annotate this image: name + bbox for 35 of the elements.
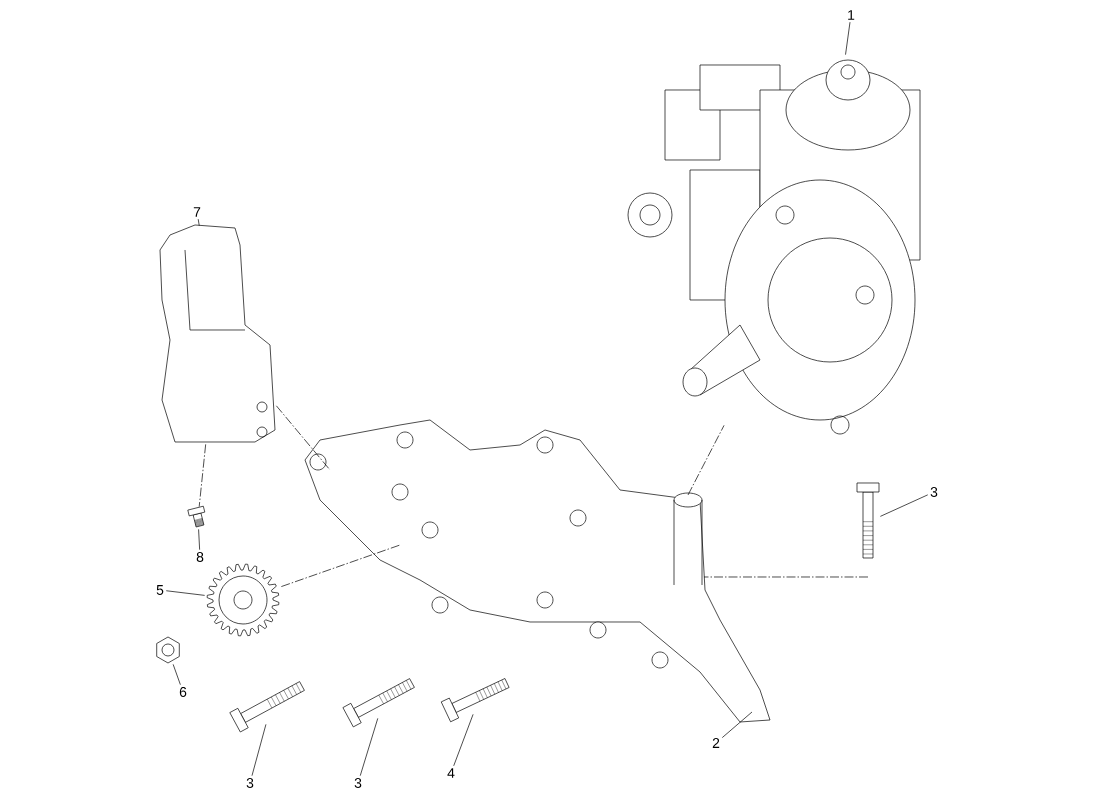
callout-number: 3 <box>354 778 362 788</box>
bolt-drawing <box>187 505 206 528</box>
callout-number: 6 <box>179 687 187 697</box>
callout-number: 1 <box>848 10 855 20</box>
leader-line <box>172 664 181 686</box>
bolt-drawing <box>440 678 510 723</box>
assembly-line <box>687 425 725 496</box>
leader-line <box>197 218 200 226</box>
assembly-line <box>198 444 207 507</box>
leader-line <box>721 711 753 738</box>
leader-line <box>845 21 851 55</box>
assembly-line <box>281 544 401 587</box>
callout-number: 7 <box>193 207 201 217</box>
leader-line <box>880 494 929 517</box>
callout-number: 2 <box>712 738 720 748</box>
callout-number: 5 <box>156 585 164 595</box>
leader-line <box>359 718 379 777</box>
bolt-drawing <box>342 678 415 728</box>
leader-line <box>251 724 267 777</box>
bolt-drawing <box>856 482 880 559</box>
cover-drawing <box>159 224 276 443</box>
assembly-line <box>703 576 869 578</box>
leader-line <box>198 529 200 551</box>
callout-number: 3 <box>246 778 254 788</box>
leader-line <box>165 590 205 596</box>
callout-number: 8 <box>196 552 204 562</box>
assembly-line <box>276 405 331 471</box>
bolt-drawing <box>229 681 305 733</box>
bracket-drawing <box>304 419 771 723</box>
gear-drawing <box>206 563 280 637</box>
leader-line <box>453 714 474 767</box>
callout-number: 3 <box>930 487 938 497</box>
pump-drawing <box>627 59 921 435</box>
nut-drawing <box>156 636 180 664</box>
callout-number: 4 <box>447 768 455 778</box>
